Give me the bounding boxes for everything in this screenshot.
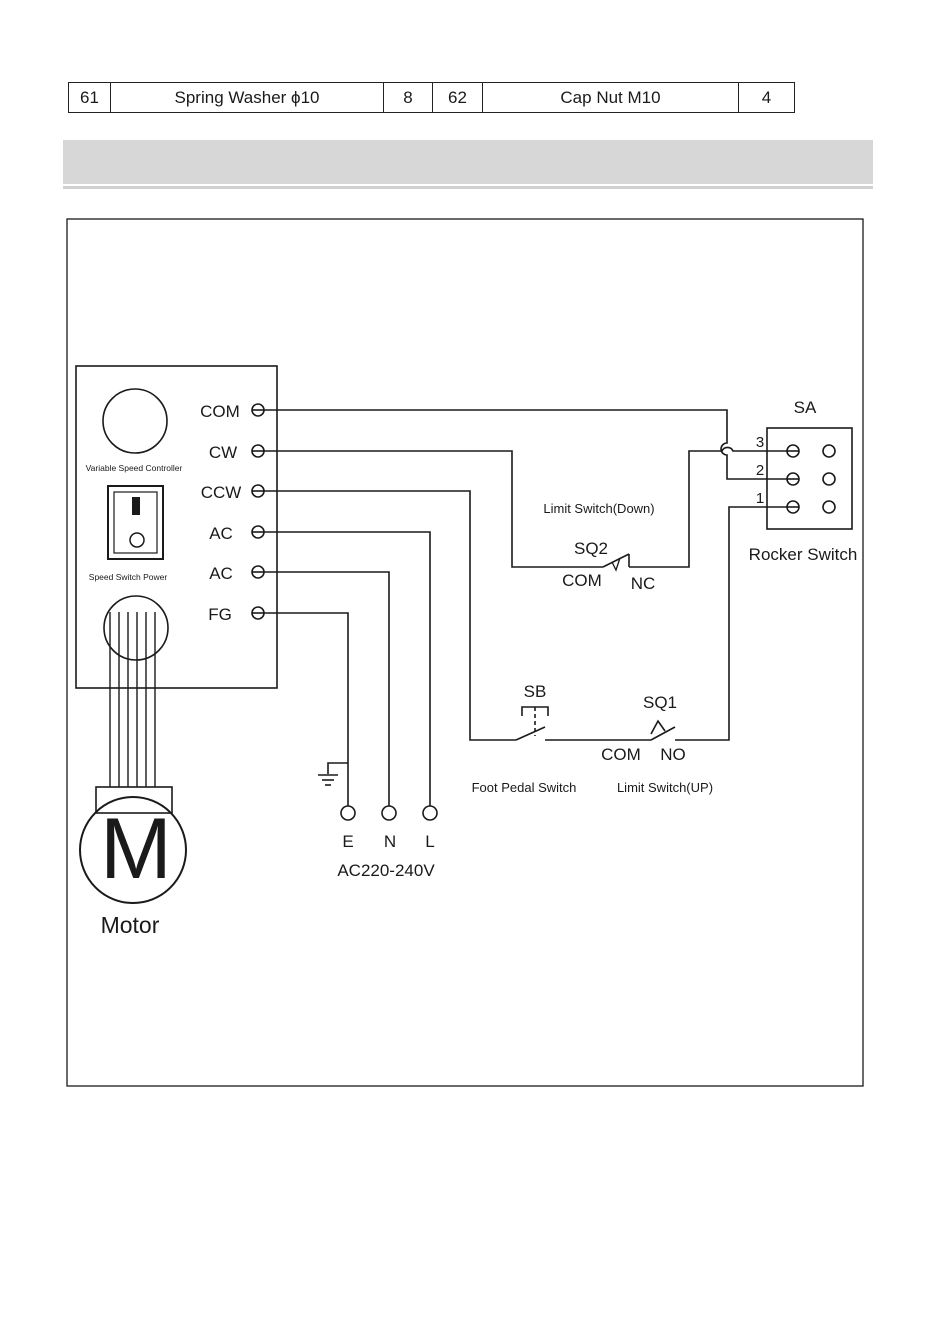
- power-terminal-e: E: [342, 832, 353, 851]
- sq1-id: SQ1: [643, 693, 677, 712]
- wire-com-to-sa2: [264, 410, 787, 479]
- sq1-no-label: NO: [660, 745, 686, 764]
- rocker-switch-id: SA: [794, 398, 817, 417]
- wire-ac-to-l: [264, 532, 430, 806]
- diagram-frame: [67, 219, 863, 1086]
- wire-sq1-to-sa1: [675, 507, 787, 740]
- power-terminal-l: L: [425, 832, 434, 851]
- motor-cable: [110, 612, 155, 787]
- sq2-com-label: COM: [562, 571, 602, 590]
- power-terminal-n: N: [384, 832, 396, 851]
- rocker-switch-terminals: [787, 445, 835, 513]
- limit-switch-up-symbol: [651, 721, 675, 740]
- sb-id: SB: [524, 682, 547, 701]
- sq2-nc-label: NC: [631, 574, 656, 593]
- terminal-label-fg: FG: [208, 605, 232, 624]
- wire-ac-to-n: [264, 572, 389, 806]
- terminal-label-ac: AC: [209, 524, 233, 543]
- rocker-pin-2: 2: [756, 462, 764, 479]
- power-supply-terminals: [341, 806, 437, 820]
- power-switch-icon: [108, 486, 163, 559]
- rocker-switch-label: Rocker Switch: [749, 545, 858, 564]
- power-switch-label: Speed Switch Power: [89, 572, 168, 582]
- motor-symbol: M: [100, 801, 172, 897]
- limit-switch-down-label: Limit Switch(Down): [543, 501, 654, 516]
- foot-pedal-switch-label: Foot Pedal Switch: [472, 780, 577, 795]
- foot-pedal-switch-symbol: [516, 707, 548, 740]
- rocker-pin-3: 3: [756, 434, 764, 451]
- speed-controller-label: Variable Speed Controller: [86, 463, 183, 473]
- ground-icon: [318, 763, 348, 785]
- terminal-label-ccw: CCW: [201, 483, 242, 502]
- terminal-label-com: COM: [200, 402, 240, 421]
- motor-label: Motor: [101, 912, 160, 938]
- terminal-label-cw: CW: [209, 443, 237, 462]
- motor-connector: [104, 596, 168, 660]
- wire-ccw-to-sb: [264, 491, 516, 740]
- sq1-com-label: COM: [601, 745, 641, 764]
- controller-terminals: [252, 404, 264, 619]
- terminal-label-ac: AC: [209, 564, 233, 583]
- sq2-id: SQ2: [574, 539, 608, 558]
- rocker-pin-1: 1: [756, 490, 764, 507]
- power-supply-label: AC220-240V: [337, 861, 435, 880]
- limit-switch-up-label: Limit Switch(UP): [617, 780, 713, 795]
- speed-knob: [103, 389, 167, 453]
